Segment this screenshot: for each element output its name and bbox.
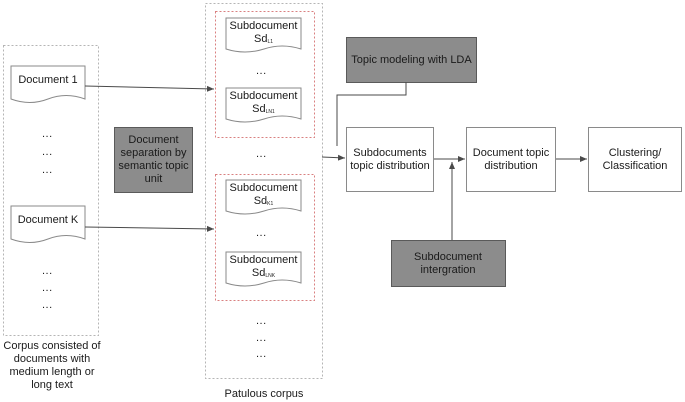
- corpus-dots-e: ...: [42, 282, 53, 294]
- subdocument-lnk-sub: LNK: [265, 273, 276, 279]
- corpus-dots-b: ...: [42, 146, 53, 158]
- subdocument-ln1-label: Subdocument SdLN1: [226, 90, 301, 119]
- subdocument-lnk-title: Subdocument: [229, 254, 298, 266]
- subdocument-l1-title: Subdocument: [229, 20, 298, 32]
- subdocument-l1-label: Subdocument SdL1: [226, 20, 301, 49]
- subdocument-group-1-frame: [215, 11, 315, 138]
- subdocument-ln1-sd: Sd: [252, 103, 266, 115]
- lda-box: [346, 37, 477, 83]
- lda-label: Topic modeling with LDA: [351, 53, 472, 66]
- subdoc-topic-box: [346, 127, 434, 192]
- corpus-container: [3, 45, 99, 336]
- group2-dots: ...: [256, 227, 267, 239]
- doc-topic-box: [466, 127, 556, 192]
- patulous-corpus-container: [205, 3, 323, 379]
- corpus-caption: Corpus consisted of documents with mediu…: [3, 340, 101, 391]
- subdocument-lnk-sd: Sd: [251, 267, 266, 279]
- patulous-dots-mid: ...: [256, 148, 267, 160]
- group1-dots: ...: [256, 65, 267, 77]
- subdocument-ln1-id: SdLN1: [226, 103, 301, 119]
- document-k-shape: [10, 205, 86, 243]
- subdocument-l1-sub: L1: [267, 39, 274, 45]
- integration-box: [391, 240, 506, 287]
- patulous-dots-bottom-a: ...: [256, 315, 267, 327]
- subdocument-lnk-label: Subdocument SdLNK: [226, 254, 301, 283]
- patulous-caption: Patulous corpus: [224, 388, 304, 400]
- arrow-doc1-to-group1: [84, 85, 215, 92]
- subdocument-l1-id: SdL1: [226, 33, 301, 49]
- arrow-lda-to-subdoc: [336, 82, 407, 146]
- patulous-dots-bottom-c: ...: [256, 348, 267, 360]
- corpus-dots-c: ...: [42, 164, 53, 176]
- subdocument-ln1-sub: LN1: [265, 109, 275, 115]
- subdocument-l1-shape: [225, 17, 302, 53]
- document-1-shape: [10, 65, 86, 103]
- subdocument-group-k-frame: [215, 174, 315, 301]
- document-separation-label: Document separation by semantic topic un…: [118, 134, 189, 185]
- document-1-label: Document 1: [18, 74, 78, 86]
- document-separation-box: [114, 127, 193, 193]
- subdocument-ln1-title: Subdocument: [229, 90, 298, 102]
- clustering-box: [588, 127, 682, 192]
- subdoc-topic-label: Subdocuments topic distribution: [350, 146, 430, 172]
- subdocument-k1-label: Subdocument SdK1: [226, 182, 301, 211]
- document-k-label: Document K: [17, 214, 79, 226]
- subdocument-k1-id: SdK1: [226, 195, 301, 211]
- subdocument-k1-sub: K1: [267, 201, 274, 207]
- subdocument-lnk-shape: [225, 251, 302, 287]
- integration-label: Subdocument intergration: [414, 250, 482, 276]
- subdocument-k1-sd: Sd: [253, 195, 268, 207]
- subdocument-k1-title: Subdocument: [229, 182, 298, 194]
- subdocument-k1-shape: [225, 179, 302, 215]
- subdocument-lnk-id: SdLNK: [226, 267, 301, 283]
- doc-topic-label: Document topic distribution: [472, 146, 550, 172]
- corpus-dots-a: ...: [42, 128, 53, 140]
- clustering-label: Clustering/ Classification: [602, 146, 668, 172]
- subdocument-ln1-shape: [225, 87, 302, 123]
- arrow-dock-to-groupk: [84, 225, 215, 232]
- corpus-dots-d: ...: [42, 265, 53, 277]
- subdocument-l1-sd: Sd: [253, 33, 268, 45]
- patulous-dots-bottom-b: ...: [256, 332, 267, 344]
- corpus-dots-f: ...: [42, 299, 53, 311]
- arrow-patulous-to-subdoc: [321, 154, 346, 161]
